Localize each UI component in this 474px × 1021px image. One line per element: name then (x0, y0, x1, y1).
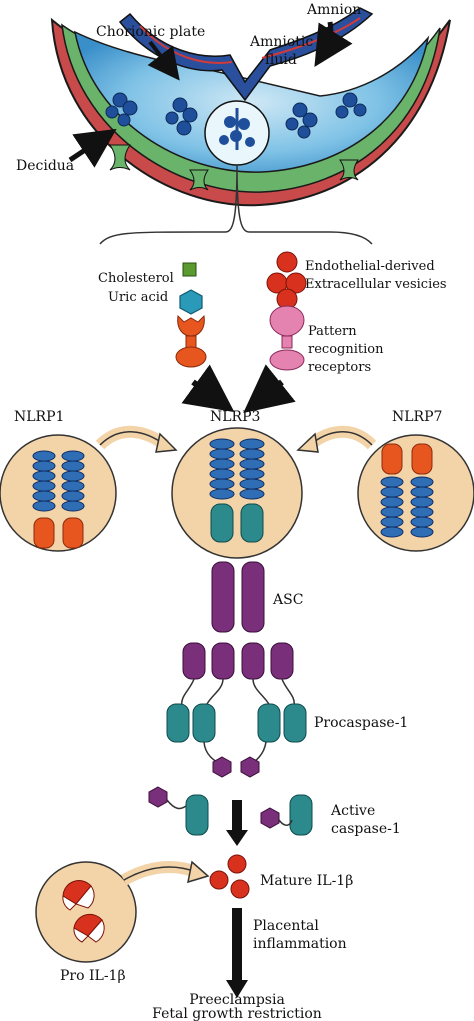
active-caspase-left (148, 786, 209, 836)
triggers-group (175, 251, 307, 371)
ev-label-line1: Endothelial-derived (305, 259, 435, 274)
mature-il1b-label: Mature IL-1β (260, 873, 353, 889)
outcome-fgr: Fetal growth restriction (152, 1006, 322, 1021)
pro-il1b-label: Pro IL-1β (60, 968, 126, 984)
prr-label-line2: recognition (308, 342, 384, 357)
pro-il1b-circle (35, 861, 137, 963)
asc-domains (182, 561, 294, 680)
amniotic-fluid-label-line1: Amniotic (249, 34, 313, 50)
placental-inflammation-line2: inflammation (253, 936, 347, 952)
procaspase-label: Procaspase-1 (314, 715, 408, 731)
decidua-pointer (68, 128, 117, 168)
pattern-recognition-receptor-icon (269, 305, 305, 371)
uric-acid-label: Uric acid (108, 290, 168, 305)
amniotic-fluid-label-line2: fluid (265, 52, 297, 68)
nlrp3-circle (171, 427, 303, 559)
cholesterol-label: Cholesterol (98, 271, 174, 286)
placental-inflammation-line1: Placental (253, 918, 319, 934)
prr-label-line3: receptors (308, 360, 371, 375)
magnify-bracket (99, 164, 373, 245)
ev-label-line2: Extracellular vesicies (305, 277, 447, 292)
nlrp7-label: NLRP7 (392, 409, 442, 425)
amnion-label: Amnion (306, 2, 361, 18)
orange-receptor-icon (175, 314, 207, 368)
active-caspase-right (260, 794, 313, 836)
prr-label-line1: Pattern (308, 324, 357, 339)
mature-il1b-particles (209, 854, 250, 899)
extracellular-vesicles-icon (266, 251, 307, 310)
trigger-arrow-right (243, 364, 296, 413)
procaspase-hexagons (212, 756, 260, 778)
outcome-preeclampsia: Preeclampsia (189, 992, 285, 1008)
procaspase-domains (166, 703, 307, 743)
decidua-label: Decidua (16, 158, 74, 174)
active-caspase-label-line2: caspase-1 (331, 821, 401, 837)
amnion-pointer (314, 21, 353, 67)
trigger-arrow-left (181, 364, 235, 413)
nlrp3-label: NLRP3 (210, 409, 260, 425)
nlrp1-circle (0, 434, 117, 552)
chorionic-plate-pointer (147, 40, 180, 81)
active-caspase-label-line1: Active (330, 803, 375, 819)
cholesterol-cube-icon (182, 262, 197, 277)
chorionic-plate-label: Chorionic plate (96, 24, 205, 40)
placenta-illustration (50, 7, 451, 207)
nlrp1-label: NLRP1 (14, 409, 64, 425)
asc-label: ASC (272, 592, 303, 608)
uric-acid-hexagon-icon (179, 289, 203, 315)
nlrp7-circle (357, 434, 474, 552)
